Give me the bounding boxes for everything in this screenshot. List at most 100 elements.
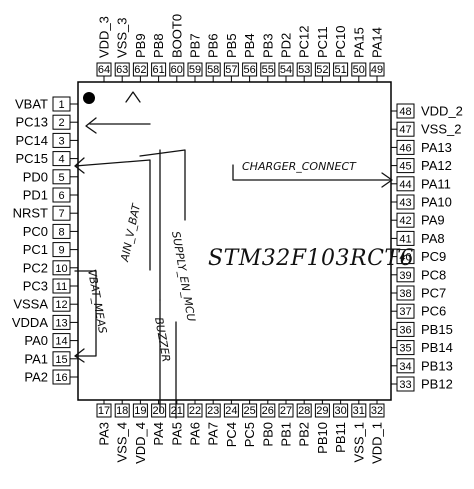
pin-label-25: PC5 (242, 422, 257, 447)
pin-label-30: PB11 (333, 422, 348, 453)
pin-label-12: VSSA (13, 297, 48, 312)
pin-number-15: 15 (55, 354, 67, 366)
pin-number-45: 45 (399, 161, 411, 173)
pin-label-21: PA5 (169, 422, 184, 446)
pin-number-41: 41 (399, 233, 411, 245)
pin-label-32: VDD_1 (370, 422, 385, 464)
pin-label-8: PC0 (23, 224, 48, 239)
pin-number-59: 59 (189, 64, 201, 76)
pin-number-62: 62 (134, 64, 146, 76)
pin-number-51: 51 (334, 64, 346, 76)
pin-label-36: PB15 (421, 322, 453, 337)
pin-label-52: PC11 (315, 26, 330, 58)
pin-number-34: 34 (399, 361, 411, 373)
pin-number-29: 29 (316, 405, 328, 417)
pin-label-64: VDD_3 (97, 16, 112, 58)
annotation-lines (74, 91, 393, 419)
pin-label-40: PC9 (421, 249, 446, 264)
pin-label-14: PA0 (24, 333, 48, 348)
pc13-arrowhead (85, 117, 97, 134)
pin-label-58: PB6 (206, 33, 221, 58)
pin-number-7: 7 (58, 208, 64, 220)
pin-number-55: 55 (262, 64, 274, 76)
pin-label-35: PB14 (421, 340, 453, 355)
pin-number-3: 3 (58, 135, 64, 147)
pin-label-57: PB5 (224, 33, 239, 58)
pin1-marker-dot (83, 92, 95, 104)
pin-number-64: 64 (98, 64, 110, 76)
pin-label-7: NRST (13, 206, 48, 221)
pin-label-46: PA13 (421, 140, 452, 155)
pin-label-49: PA14 (370, 27, 385, 58)
pin-label-2: PC13 (15, 115, 48, 130)
pin-number-17: 17 (98, 405, 110, 417)
pin-number-37: 37 (399, 306, 411, 318)
pin-number-35: 35 (399, 343, 411, 355)
pin-number-19: 19 (134, 405, 146, 417)
pin-label-53: PC12 (297, 25, 312, 58)
pin-number-28: 28 (298, 405, 310, 417)
pin-number-4: 4 (58, 154, 64, 166)
pin-label-31: VSS_1 (351, 422, 366, 462)
pin-number-14: 14 (55, 336, 67, 348)
pin-number-38: 38 (399, 288, 411, 300)
pin-label-6: PD1 (23, 188, 48, 203)
supply-wire (139, 149, 186, 221)
pin-number-30: 30 (334, 405, 346, 417)
pin-label-59: PB7 (188, 33, 203, 58)
pin-label-44: PA11 (421, 176, 451, 191)
pin-number-5: 5 (58, 172, 64, 184)
pin-number-23: 23 (207, 405, 219, 417)
pin-label-38: PC7 (421, 286, 446, 301)
pin-label-47: VSS_2 (421, 122, 461, 137)
pin-number-21: 21 (171, 405, 183, 417)
pin-number-43: 43 (399, 197, 411, 209)
pin-number-53: 53 (298, 64, 310, 76)
pin-number-26: 26 (262, 405, 274, 417)
pin-label-13: VDDA (12, 315, 48, 330)
pin-label-28: PB2 (297, 422, 312, 447)
chip-body (77, 81, 392, 401)
pin-label-48: VDD_2 (421, 104, 463, 119)
pin-label-41: PA8 (421, 231, 445, 246)
pin-number-63: 63 (116, 64, 128, 76)
pin-label-1: VBAT (15, 97, 48, 112)
pin-label-50: PA15 (351, 27, 366, 58)
pin-number-27: 27 (280, 405, 292, 417)
pin-label-51: PC10 (333, 25, 348, 58)
pin-number-33: 33 (399, 379, 411, 391)
pin-number-47: 47 (399, 124, 411, 136)
pin-number-52: 52 (316, 64, 328, 76)
pin-number-16: 16 (55, 372, 67, 384)
pin-number-25: 25 (243, 405, 255, 417)
pin-label-24: PC4 (224, 422, 239, 447)
pin-label-4: PC15 (15, 151, 48, 166)
pin-label-56: PB4 (242, 33, 257, 58)
pin-label-18: VSS_4 (115, 422, 130, 462)
pin-number-54: 54 (280, 64, 292, 76)
pin-number-11: 11 (56, 281, 67, 293)
pin-label-16: PA2 (24, 370, 48, 385)
pin-number-2: 2 (58, 117, 64, 129)
pin-label-55: PB3 (260, 33, 275, 58)
pin-number-48: 48 (399, 106, 411, 118)
pin-label-27: PB1 (279, 422, 294, 447)
pin-label-17: PA3 (97, 422, 112, 446)
pin-label-39: PC8 (421, 267, 446, 282)
pin-label-22: PA6 (188, 422, 203, 446)
pin-label-29: PB10 (315, 422, 330, 454)
vbat-meas-arrowhead (74, 348, 85, 363)
pin-number-31: 31 (353, 405, 365, 417)
pin-label-45: PA12 (421, 158, 452, 173)
pin-label-3: PC14 (15, 133, 48, 148)
pin-number-61: 61 (152, 64, 164, 76)
pin-label-61: PB8 (151, 33, 166, 58)
pin-number-49: 49 (371, 64, 383, 76)
pin-label-63: VSS_3 (115, 18, 130, 58)
pin-number-57: 57 (225, 64, 237, 76)
pin-label-43: PA10 (421, 195, 452, 210)
pin-number-40: 40 (399, 252, 411, 264)
pin-number-36: 36 (399, 324, 411, 336)
